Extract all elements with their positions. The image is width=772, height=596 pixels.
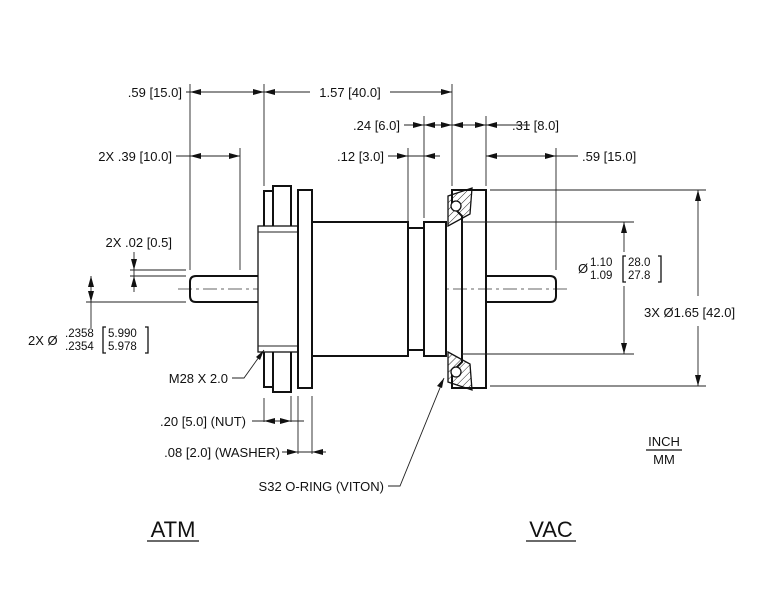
dim-2x039: 2X .39 [10.0] [98,149,172,164]
shaft-dia-in-bot: .2354 [65,341,94,353]
shaft-dia-mm-bot: 5.978 [108,341,137,353]
side-labels: ATM VAC [147,517,576,542]
flange-dia: 3X Ø1.65 [42.0] [644,305,735,320]
housing-body [297,189,313,389]
dim-059-right: .59 [15.0] [582,149,636,164]
bore-dia-bracket [622,255,662,283]
atm-shaft [189,275,264,303]
dimension-labels: .59 [15.0] 1.57 [40.0] .24 [6.0] .31 [8.… [28,85,735,494]
nut-label: .20 [5.0] (NUT) [160,414,246,429]
dim-059-left: .59 [15.0] [128,85,182,100]
unit-mm: MM [653,452,675,467]
shaft-dia-bracket [102,326,149,354]
dim-2x002: 2X .02 [0.5] [106,235,173,250]
thread-label: M28 X 2.0 [169,371,228,386]
arrowheads [88,89,701,455]
washer-label: .08 [2.0] (WASHER) [164,445,280,460]
vac-shaft [486,275,557,303]
bore-dia-in-bot: 1.09 [590,270,612,282]
bore-dia-prefix: Ø [578,261,588,276]
oring-bottom [450,366,462,378]
bore-dia-mm-bot: 27.8 [628,270,650,282]
oring-leader [388,377,445,487]
vac-label: VAC [529,517,573,542]
shaft-dia-in-top: .2358 [65,328,94,340]
shaft-dia-mm-top: 5.990 [108,328,137,340]
bore-dia-mm-top: 28.0 [628,257,650,269]
neck [407,227,425,351]
dim-031: .31 [8.0] [512,118,559,133]
oring-top [450,200,462,212]
shaft-dia-prefix: 2X Ø [28,333,58,348]
unit-inch: INCH [648,434,680,449]
barrel [311,221,409,357]
threaded-body [257,225,299,353]
feedthrough-part [178,185,570,393]
bore-dia-in-top: 1.10 [590,257,612,269]
collar [423,221,447,357]
dim-024: .24 [6.0] [353,118,400,133]
dim-012: .12 [3.0] [337,149,384,164]
oring-label: S32 O-RING (VITON) [259,479,384,494]
dim-157: 1.57 [40.0] [319,85,380,100]
units-legend: INCH MM [646,434,682,467]
atm-label: ATM [151,517,196,542]
thread-leader [232,349,265,379]
